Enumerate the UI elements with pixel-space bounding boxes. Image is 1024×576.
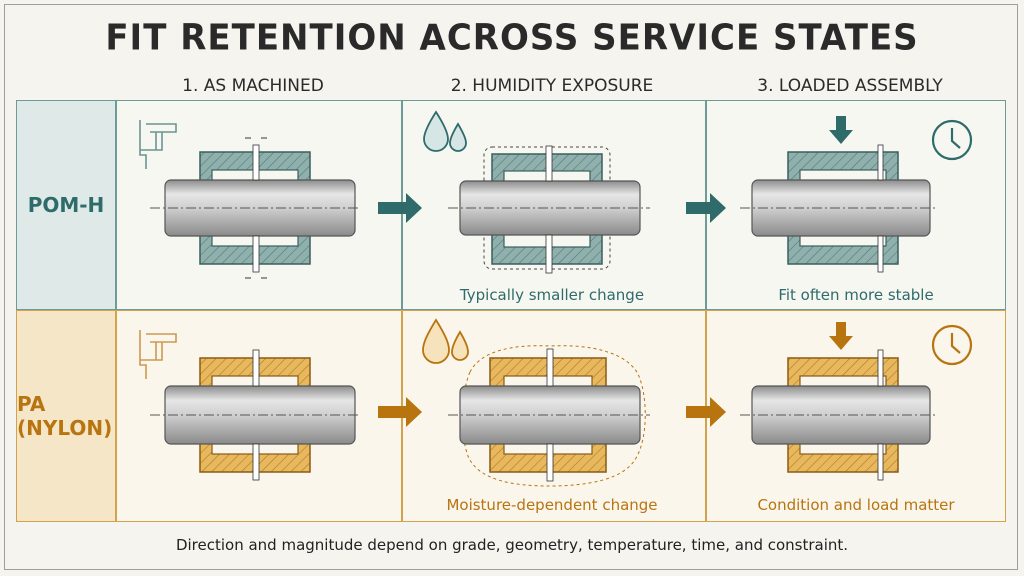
caption-pa-loaded: Condition and load matter: [757, 496, 955, 514]
water-drops-icon: [423, 110, 467, 152]
column-header-as-machined: 1. AS MACHINED: [182, 76, 324, 96]
caption-pa-humidity: Moisture-dependent change: [446, 496, 658, 514]
bushing-pa-humidity: [448, 345, 650, 487]
load-arrow-icon: [829, 116, 853, 144]
flow-arrow-icon: [378, 193, 422, 223]
column-header-humidity: 2. HUMIDITY EXPOSURE: [450, 76, 654, 96]
load-arrow-icon: [829, 322, 853, 350]
flow-arrow-icon: [686, 397, 726, 427]
column-header-loaded: 3. LOADED ASSEMBLY: [757, 76, 943, 96]
row-label-pa: PA (NYLON): [16, 310, 116, 522]
footer-note: Direction and magnitude depend on grade,…: [175, 536, 849, 554]
clock-icon: [931, 324, 973, 366]
flow-arrow-icon: [686, 193, 726, 223]
row-label-pom: POM-H: [16, 100, 116, 310]
bushing-pom-loaded: [740, 144, 938, 273]
caliper-icon: [139, 120, 177, 169]
bushing-pa-loaded: [740, 349, 938, 481]
caption-pom-loaded: Fit often more stable: [778, 286, 934, 304]
clock-icon: [931, 119, 973, 161]
page-title: FIT RETENTION ACROSS SERVICE STATES: [105, 17, 919, 59]
water-drops-icon: [422, 318, 469, 364]
caliper-icon: [139, 330, 177, 379]
bushing-pa-machined: [150, 349, 360, 481]
flow-arrow-icon: [378, 397, 422, 427]
caption-pom-humidity: Typically smaller change: [459, 286, 645, 304]
bushing-pom-machined: [150, 137, 360, 279]
bushing-pom-humidity: [448, 145, 650, 274]
figure-frame: [4, 4, 1018, 570]
